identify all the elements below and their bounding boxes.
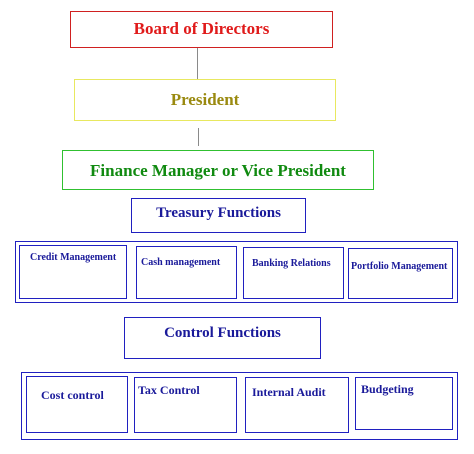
control-item-label: Cost control: [41, 388, 104, 402]
treasury-item-label: Banking Relations: [252, 258, 331, 269]
control-item-label: Budgeting: [361, 382, 414, 396]
finance-manager-box: Finance Manager or Vice President: [62, 150, 374, 190]
board-of-directors-box: Board of Directors: [70, 11, 333, 48]
control-item-budgeting: Budgeting: [355, 377, 453, 430]
connector-president-finance: [198, 128, 199, 146]
president-box: President: [74, 79, 336, 121]
treasury-item-banking-relations: Banking Relations: [243, 247, 344, 299]
control-functions-label: Control Functions: [164, 325, 281, 341]
control-item-label: Tax Control: [138, 383, 200, 397]
treasury-item-label: Cash management: [141, 257, 221, 268]
treasury-item-label: Portfolio Management: [351, 261, 448, 272]
control-item-label: Internal Audit: [252, 385, 326, 399]
board-of-directors-label: Board of Directors: [133, 19, 270, 38]
treasury-functions-box: Treasury Functions: [131, 198, 306, 233]
finance-manager-label: Finance Manager or Vice President: [90, 161, 346, 180]
control-functions-box: Control Functions: [124, 317, 321, 359]
president-label: President: [170, 90, 240, 109]
treasury-functions-label: Treasury Functions: [156, 205, 281, 221]
control-item-tax-control: Tax Control: [134, 377, 237, 433]
connector-board-president: [197, 48, 198, 79]
control-item-cost-control: Cost control: [26, 376, 128, 433]
treasury-item-credit-management: Credit Management: [19, 245, 127, 299]
treasury-item-label: Credit Management: [30, 252, 117, 263]
treasury-item-cash-management: Cash management: [136, 246, 237, 299]
control-item-internal-audit: Internal Audit: [245, 377, 349, 433]
treasury-item-portfolio-management: Portfolio Management: [348, 248, 453, 299]
